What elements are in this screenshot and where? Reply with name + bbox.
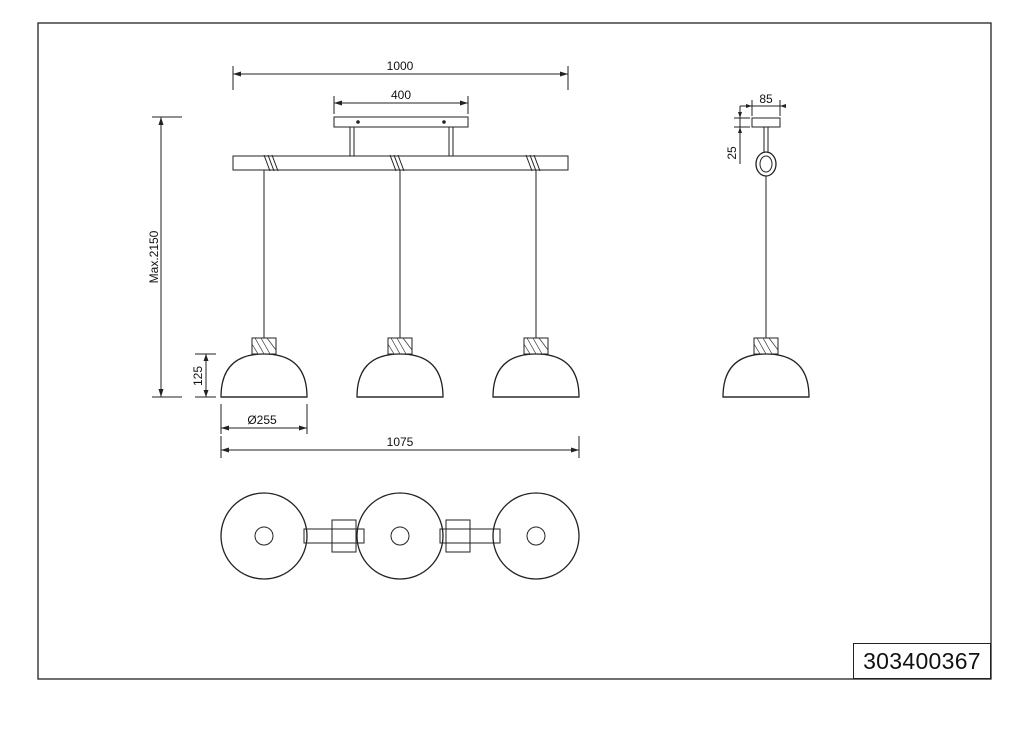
top-shade-center <box>390 526 410 546</box>
front-view: 1000 400 Max.2150 125 <box>147 59 580 458</box>
drawing-frame <box>37 22 992 680</box>
dimension-label: 85 <box>759 92 773 106</box>
dimension-shade-height: 125 <box>191 353 216 398</box>
dimension-side-canopy-height: 25 <box>725 106 750 164</box>
pendant-shade <box>220 337 308 398</box>
top-shade-center <box>526 526 546 546</box>
dimension-bar-width: 1000 <box>232 59 569 90</box>
canopy-screw <box>356 120 360 124</box>
top-shade <box>492 492 580 580</box>
dimension-total-width: 1075 <box>220 435 580 458</box>
dimension-label: Ø255 <box>247 413 277 427</box>
rope-wrap <box>389 154 405 172</box>
part-number-box: 303400367 <box>853 643 991 679</box>
side-pendant-shade <box>722 337 810 398</box>
top-canopy-plate <box>445 519 471 553</box>
side-canopy <box>751 117 781 128</box>
dimension-side-depth: 85 <box>740 92 786 116</box>
part-number: 303400367 <box>863 647 981 674</box>
top-bar-segment <box>303 528 365 544</box>
side-bar-section-inner <box>759 155 773 173</box>
top-canopy-plate <box>331 519 357 553</box>
dimension-label: 25 <box>725 146 739 160</box>
canopy-plate <box>333 116 469 128</box>
top-view <box>220 492 580 580</box>
top-shade <box>356 492 444 580</box>
rope-wrap <box>263 154 279 172</box>
dimension-label: 400 <box>391 88 411 102</box>
dimension-label: 1075 <box>387 435 414 449</box>
pendant-shade <box>356 337 444 398</box>
canopy-screw <box>442 120 446 124</box>
rope-wrap <box>525 154 541 172</box>
top-shade <box>220 492 308 580</box>
dimension-max-height: Max.2150 <box>147 116 182 398</box>
dimension-label: 125 <box>191 366 205 386</box>
dimension-label: Max.2150 <box>147 230 161 283</box>
dimension-canopy-width: 400 <box>333 88 469 114</box>
top-shade-center <box>254 526 274 546</box>
side-view: 85 25 <box>722 92 810 398</box>
pendant-shade <box>492 337 580 398</box>
dimension-label: 1000 <box>387 59 414 73</box>
dimension-shade-diameter: Ø255 <box>220 404 308 434</box>
